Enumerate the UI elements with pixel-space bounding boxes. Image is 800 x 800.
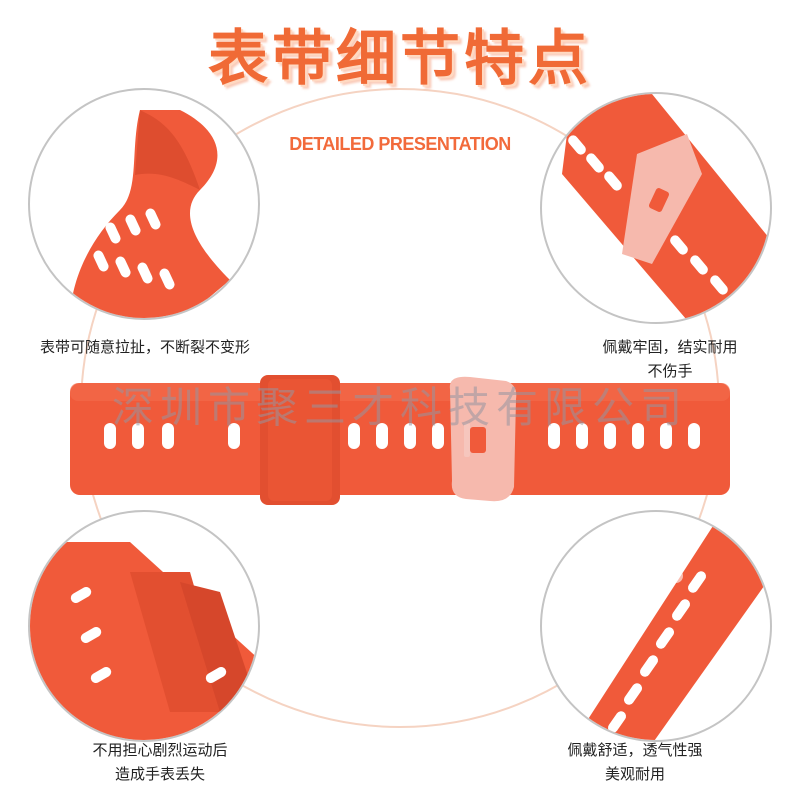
caption-breathable-line-1: 佩戴舒适，透气性强 [567,741,703,759]
caption-sport: 不用担心剧烈运动后 造成手表丢失 [70,738,250,786]
caption-secure-line-1: 佩戴牢固，结实耐用 [602,338,738,356]
caption-breathable: 佩戴舒适，透气性强 美观耐用 [545,738,725,786]
buckle-illustration [562,94,770,322]
watch-strap-main [70,375,730,509]
detail-photo-twisted-strap [28,88,260,320]
watch-strap-illustration [70,375,730,505]
caption-sport-line-2: 造成手表丢失 [114,765,205,783]
page-subtitle: DETAILED PRESENTATION [289,134,511,154]
caption-secure-line-2: 不伤手 [647,362,693,380]
keeper-loop-illustration [30,542,258,740]
caption-breathable-line-2: 美观耐用 [604,765,665,783]
breathable-holes-illustration [574,512,770,740]
page-title: 表带细节特点 [208,24,592,94]
caption-stretch: 表带可随意拉扯，不断裂不变形 [40,335,250,359]
detail-photo-keeper-loop [28,510,260,742]
detail-photo-breathable-holes [540,510,772,742]
caption-secure: 佩戴牢固，结实耐用 不伤手 [580,335,760,383]
detail-photo-buckle [540,92,772,324]
caption-sport-line-1: 不用担心剧烈运动后 [92,741,228,759]
caption-stretch-line-1: 表带可随意拉扯，不断裂不变形 [40,338,251,356]
twisted-strap-illustration [70,110,230,318]
